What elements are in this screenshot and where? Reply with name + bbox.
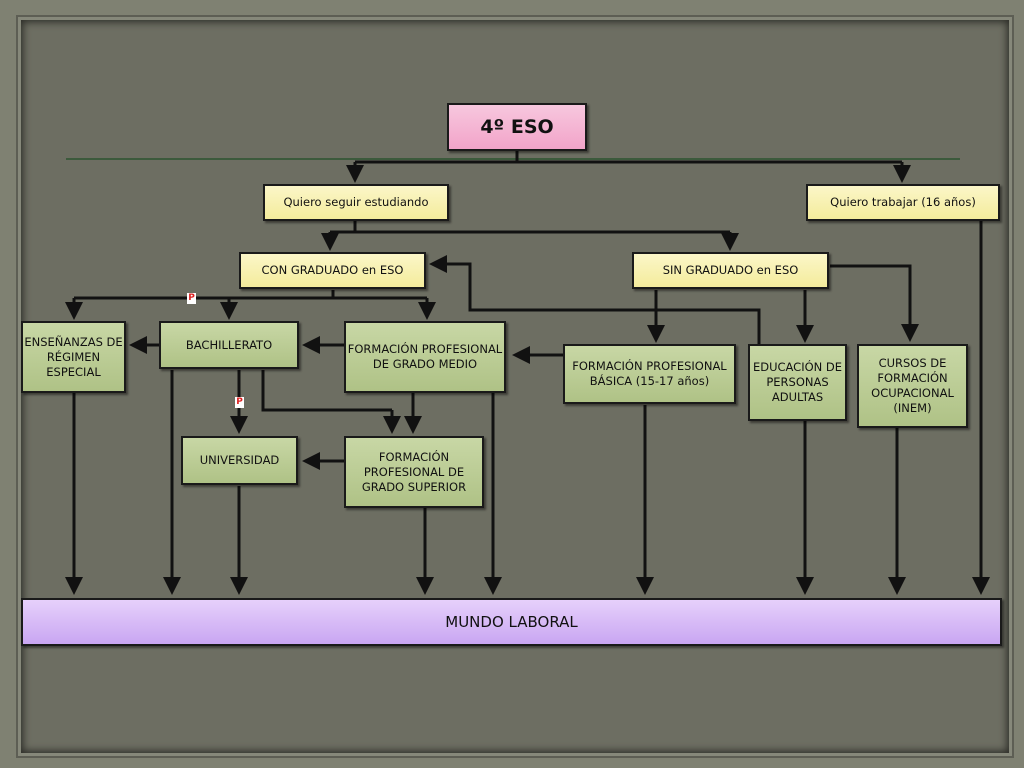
- occupational-courses-box: CURSOS DE FORMACIÓN OCUPACIONAL (INEM): [857, 344, 968, 428]
- special-regime-box: ENSEÑANZAS DE RÉGIMEN ESPECIAL: [21, 321, 126, 393]
- study-option-box: Quiero seguir estudiando: [263, 184, 449, 221]
- test-mark: P: [235, 397, 244, 408]
- fp-middle-box: FORMACIÓN PROFESIONAL DE GRADO MEDIO: [344, 321, 506, 393]
- labor-world-box: MUNDO LABORAL: [21, 598, 1002, 646]
- without-degree-box: SIN GRADUADO en ESO: [632, 252, 829, 289]
- work-option-box: Quiero trabajar (16 años): [806, 184, 1000, 221]
- fp-basic-box: FORMACIÓN PROFESIONAL BÁSICA (15-17 años…: [563, 344, 736, 404]
- adult-education-box: EDUCACIÓN DE PERSONAS ADULTAS: [748, 344, 847, 421]
- title-box: 4º ESO: [447, 103, 587, 151]
- with-degree-box: CON GRADUADO en ESO: [239, 252, 426, 289]
- university-box: UNIVERSIDAD: [181, 436, 298, 485]
- bachillerato-box: BACHILLERATO: [159, 321, 299, 369]
- fp-higher-box: FORMACIÓN PROFESIONAL DE GRADO SUPERIOR: [344, 436, 484, 508]
- test-mark: P: [187, 293, 196, 304]
